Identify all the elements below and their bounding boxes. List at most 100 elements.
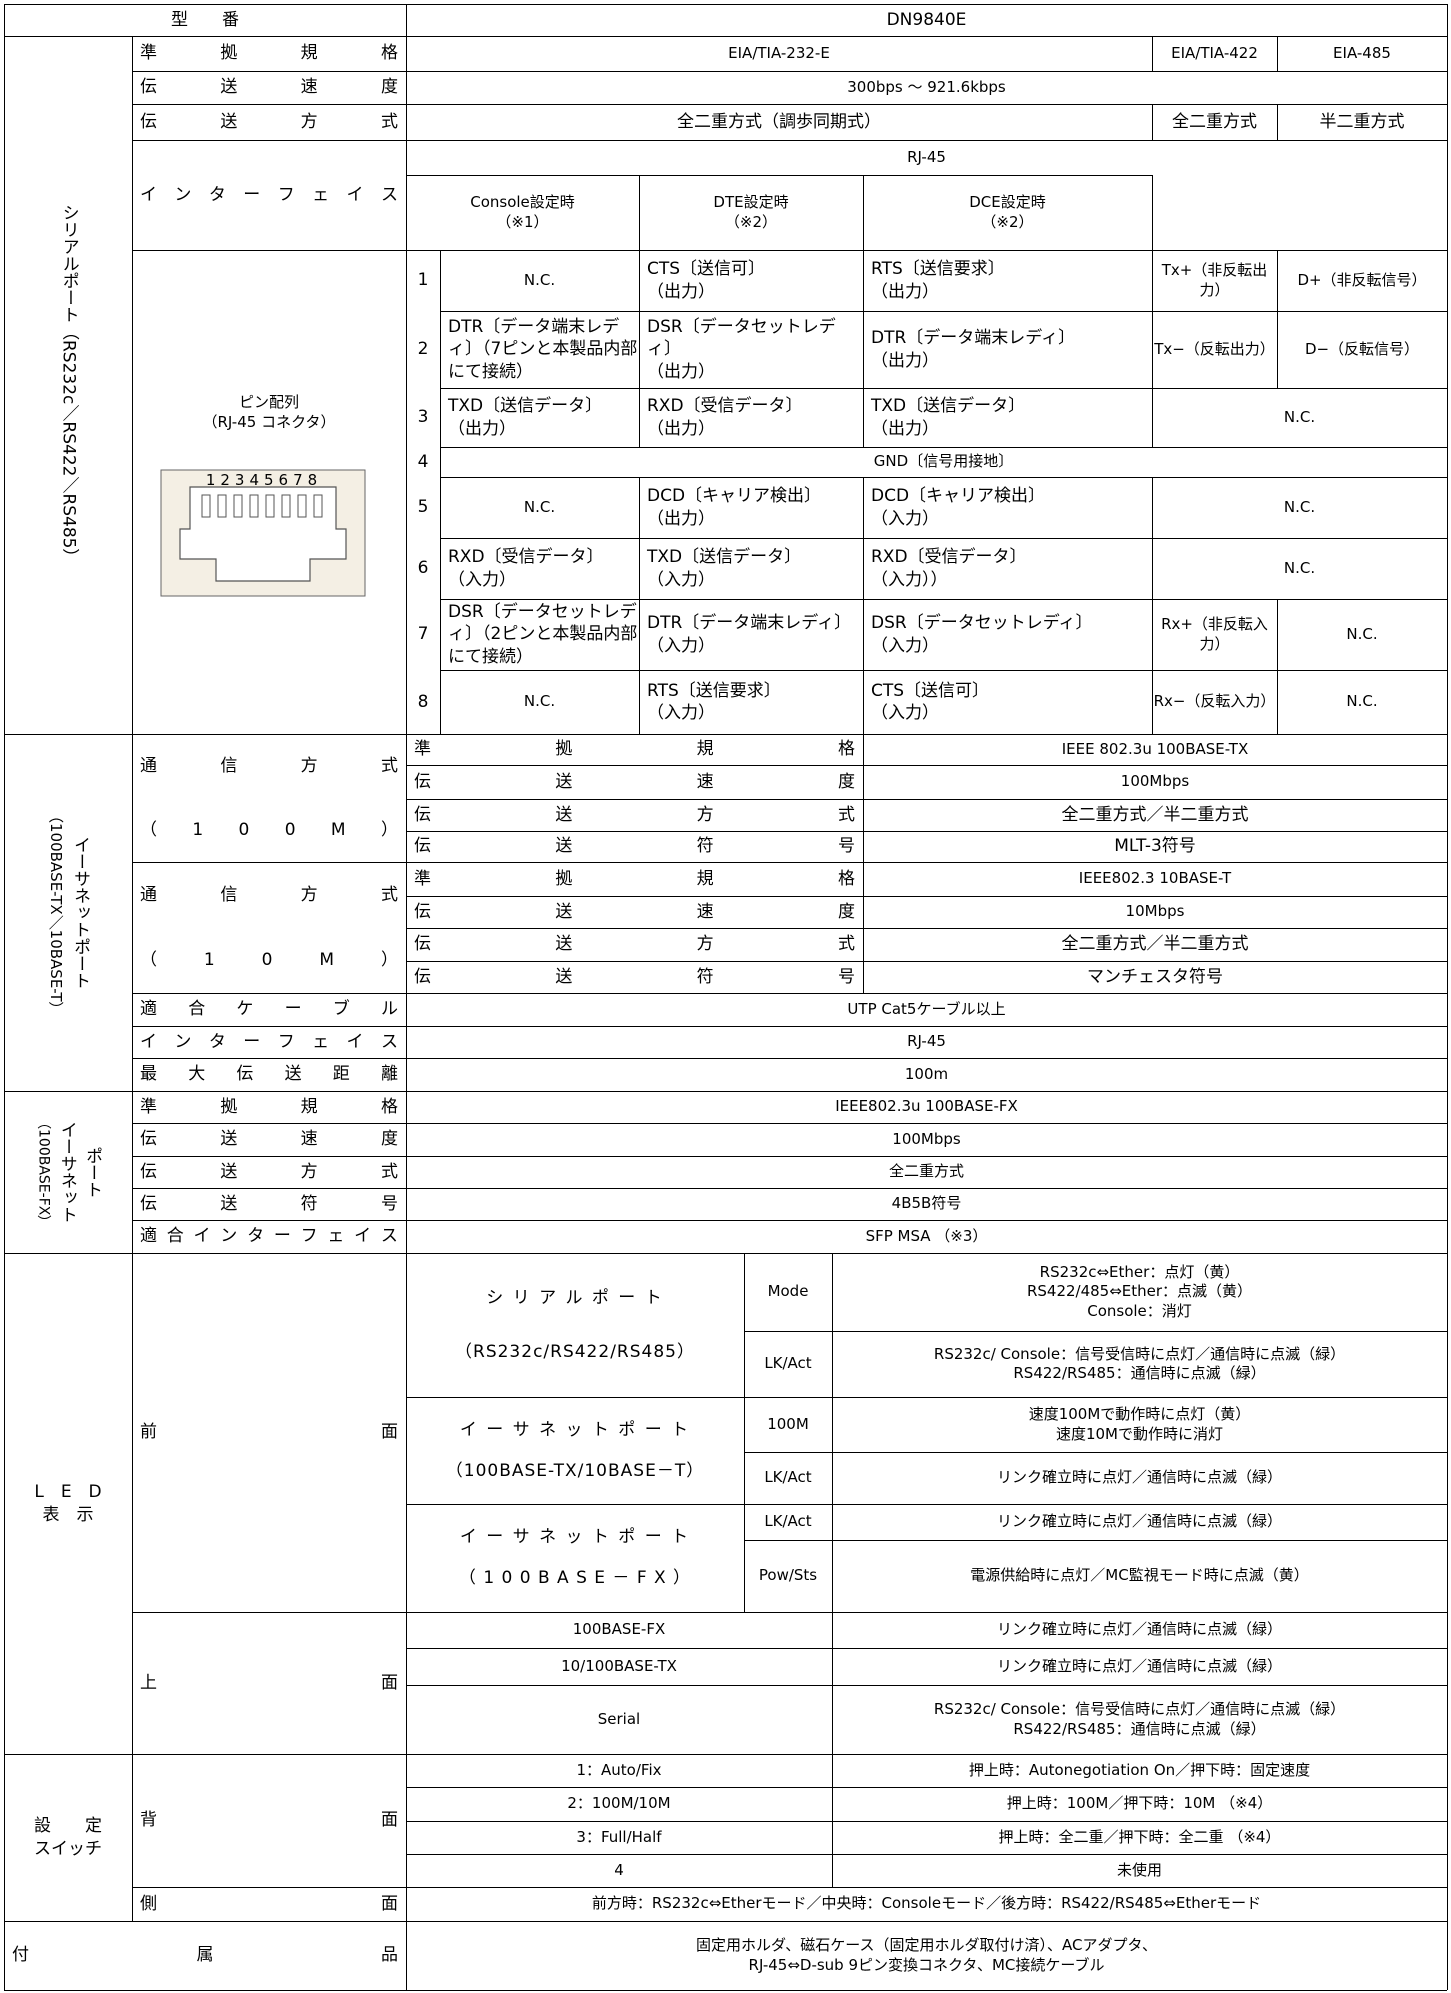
grid-line (4, 3, 1447, 5)
grid-line (406, 1820, 1447, 1822)
eth100-row-value: MLT-3符号 (1114, 836, 1196, 857)
eth10-row-label: 伝送方式 (406, 928, 863, 961)
label-char: 度 (380, 1129, 398, 1150)
label-char: 距 (332, 1064, 350, 1085)
label-char: ー (284, 999, 302, 1020)
label-char: 拠 (220, 43, 238, 64)
label-char: 規 (300, 43, 318, 64)
label-char: 前 (140, 1422, 157, 1443)
pin-6-dce: RXD〔受信データ〕 （入力）） (871, 547, 1027, 590)
pin-number: 3 (417, 407, 429, 428)
grid-line (1151, 599, 1153, 670)
label-char: 符 (696, 836, 714, 857)
grid-line (1151, 477, 1153, 538)
led-front-desc: リンク確立時に点灯／通信時に点滅（緑） (996, 1468, 1282, 1487)
grid-line (1446, 1253, 1448, 1754)
fiber-group-label: （100BASE-FX）イーサネットポート (4, 1091, 132, 1253)
grid-line (406, 1503, 1447, 1505)
label-char: 伝 (414, 966, 431, 987)
label-char: ス (380, 1226, 398, 1247)
switch-back-desc: 押上時：全二重／押下時：全二重 （※4） (998, 1827, 1281, 1846)
serial-standard-rs485: EIA-485 (1333, 43, 1391, 62)
pin-1-rs422: Tx+（非反転出力） (1161, 261, 1268, 299)
label-char: 速 (300, 77, 318, 98)
grid-line (4, 35, 1447, 37)
pin-6-rs422-485: N.C. (1283, 558, 1316, 577)
label-char: イ (140, 1031, 157, 1052)
pin-3-console: TXD〔送信データ〕 （出力） (448, 396, 603, 439)
accessories-label: 付属品 (4, 1921, 406, 1990)
label-char: 速 (696, 771, 714, 792)
grid-line (132, 70, 1447, 72)
label-char: 度 (837, 901, 855, 922)
eth-common-value: RJ-45 (907, 1032, 946, 1051)
grid-line (1276, 670, 1278, 734)
label-char: 準 (140, 43, 157, 64)
grid-line (405, 4, 407, 36)
grid-line (831, 1612, 833, 1754)
serial-interface-dce: DCE設定時 （※2） (969, 193, 1046, 231)
label-char: ン (174, 184, 192, 205)
label-char: 信 (220, 884, 238, 905)
pin-8-dce: CTS〔送信可〕 （入力） (871, 680, 990, 723)
pin-number: 1 (417, 270, 429, 291)
grid-line (132, 1025, 1447, 1027)
label-char: タ (208, 184, 226, 205)
label-char: ェ (312, 1031, 330, 1052)
label-char: 伝 (414, 804, 431, 825)
label-char: 式 (380, 1161, 398, 1182)
grid-line (1151, 538, 1153, 599)
led-eth-port-line1: イ ー サ ネ ッ ト ポ ー ト (459, 1420, 691, 1441)
label-char: フ (277, 1031, 295, 1052)
grid-line (1276, 311, 1278, 388)
led-top-desc: リンク確立時に点灯／通信時に点滅（緑） (996, 1656, 1282, 1675)
label-char: 側 (140, 1893, 157, 1914)
pin-5-rs422-485: N.C. (1283, 497, 1316, 516)
label-char: 準 (140, 1096, 157, 1117)
grid-line (1151, 250, 1153, 311)
eth-common-value: 100m (904, 1064, 949, 1083)
grid-line (3, 1091, 5, 1253)
pin-2-rs485: D−（反転信号） (1304, 339, 1420, 358)
grid-line (1446, 4, 1448, 36)
grid-line (132, 1122, 1447, 1124)
grid-line (862, 599, 864, 670)
grid-line (132, 249, 1447, 251)
eth10-row-value: IEEE802.3 10BASE-T (1078, 869, 1232, 888)
grid-line (743, 1253, 745, 1612)
grid-line (406, 174, 1152, 176)
led-fx-port-line2: （ 1 0 0 B A S E － F X ） (458, 1568, 692, 1589)
grid-line (440, 537, 1447, 539)
label-char: M (330, 819, 346, 840)
pin-7-dce: DSR〔データセットレディ〕 （入力） (871, 613, 1093, 656)
led-front-name: Pow/Sts (758, 1566, 818, 1585)
eth100-row-label: 伝送速度 (406, 765, 863, 799)
grid-line (638, 538, 640, 599)
grid-line (3, 36, 5, 734)
eth10-row-value: マンチェスタ符号 (1087, 966, 1223, 987)
model-label: 型 番 (171, 9, 239, 30)
grid-line (132, 103, 1447, 105)
label-char: ス (380, 184, 398, 205)
pin-2-rs422: Tx−（反転出力） (1154, 339, 1275, 358)
grid-line (406, 960, 1447, 962)
pin-7-console: DSR〔データセットレディ〕（2ピンと本製品内部にて接続） (448, 602, 638, 667)
label-char: 信 (220, 755, 238, 776)
grid-line (132, 1886, 1447, 1888)
grid-line (406, 1647, 1447, 1649)
grid-line (132, 1187, 1447, 1189)
label-char: 伝 (140, 77, 157, 98)
grid-line (405, 734, 407, 1091)
fiber-row-value: 4B5B符号 (891, 1194, 962, 1213)
switch-back-label: 背面 (132, 1754, 406, 1887)
switch-group-label-2: スイッチ (34, 1838, 102, 1859)
serial-interface-dte: DTE設定時 （※2） (713, 193, 789, 231)
label-char: 面 (381, 1810, 398, 1831)
label-char: ル (380, 999, 398, 1020)
label-char: 規 (696, 868, 714, 889)
grid-line (744, 1451, 1447, 1453)
serial-method-rs232: 全二重方式（調歩同期式） (677, 111, 881, 132)
label-char: 通 (140, 884, 157, 905)
label-char: 伝 (140, 1193, 157, 1214)
